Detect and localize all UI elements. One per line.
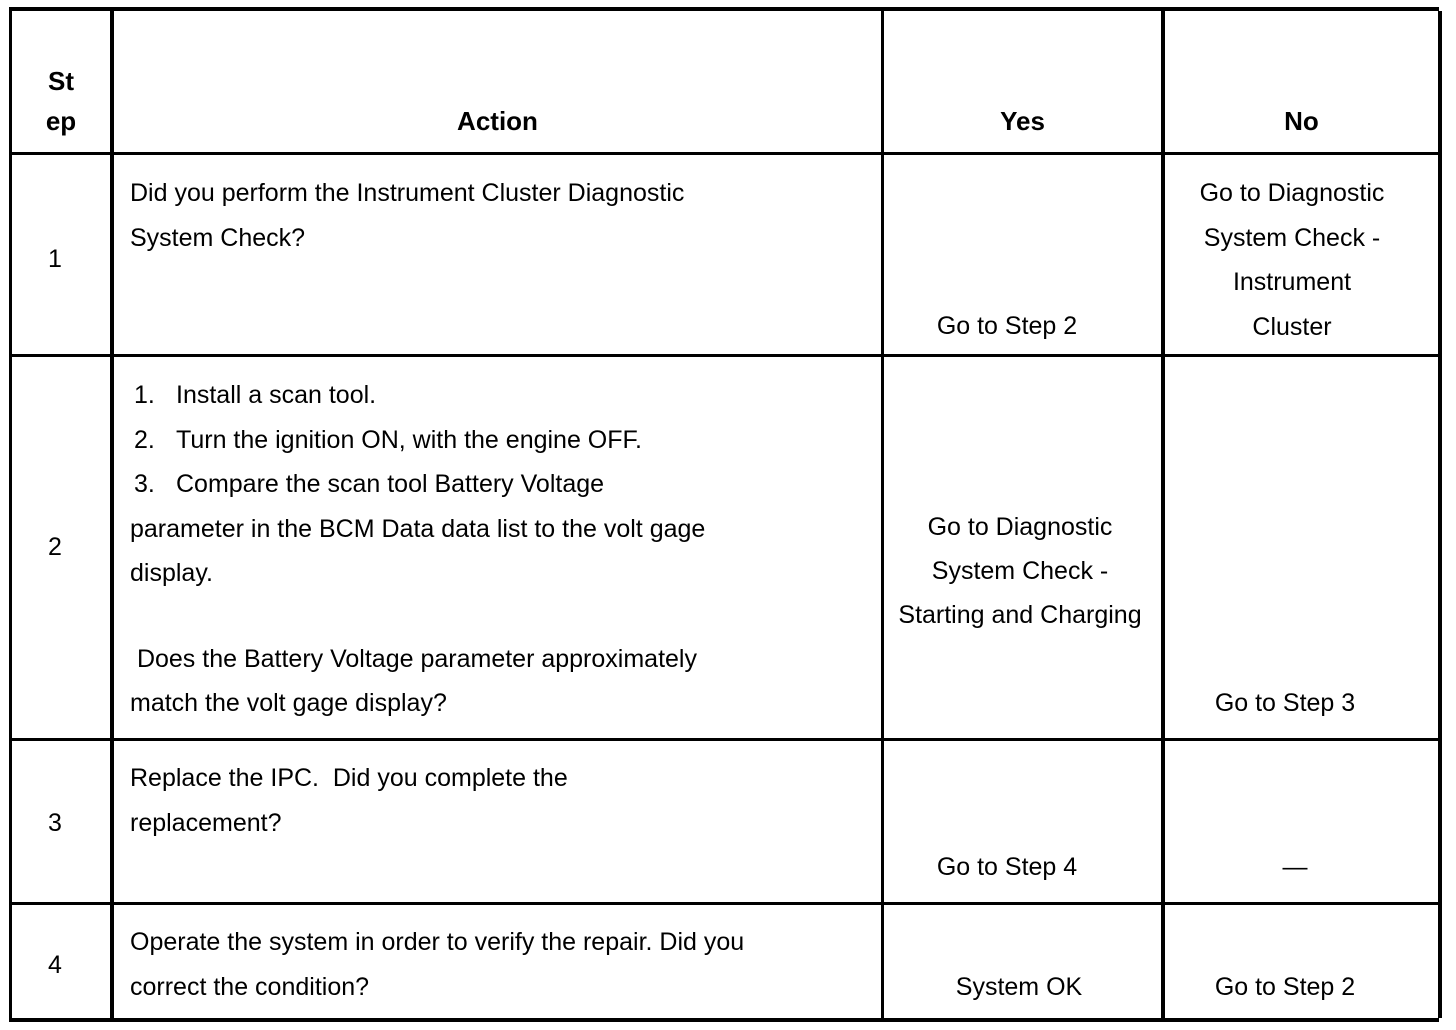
no-line: Cluster bbox=[1252, 312, 1332, 341]
yes-result: Go to Step 2 bbox=[936, 312, 1078, 340]
step-number: 3 bbox=[48, 809, 62, 837]
action-line: display. bbox=[130, 559, 213, 587]
no-result: Go to Diagnostic System Check - Instrume… bbox=[1152, 171, 1432, 349]
yes-line: Starting and Charging bbox=[898, 601, 1142, 629]
header-step: St ep bbox=[12, 61, 110, 141]
action-line: correct the condition? bbox=[130, 973, 370, 1001]
step-item-text: Compare the scan tool Battery Voltage bbox=[176, 470, 605, 498]
action-line: Did you perform the Instrument Cluster D… bbox=[130, 179, 685, 207]
step-number: 4 bbox=[48, 951, 62, 979]
diagnostic-table: St ep Action Yes No 1 Did you perform th… bbox=[9, 7, 1442, 1022]
action-line: match the volt gage display? bbox=[130, 689, 447, 717]
step-item-text: Install a scan tool. bbox=[176, 381, 377, 409]
column-divider bbox=[881, 11, 884, 1018]
no-result: — bbox=[1282, 853, 1308, 881]
no-line: Go to Diagnostic bbox=[1199, 179, 1385, 207]
action-text: Replace the IPC. Did you complete the re… bbox=[130, 756, 870, 846]
step-item-number: 2. bbox=[134, 425, 155, 454]
no-line: System Check - bbox=[1203, 223, 1381, 252]
action-line: Operate the system in order to verify th… bbox=[130, 928, 745, 956]
action-step-item: 2. Turn the ignition ON, with the engine … bbox=[130, 418, 875, 463]
header-step-line: St bbox=[48, 66, 74, 96]
column-divider bbox=[1438, 11, 1442, 1018]
row-divider bbox=[12, 354, 1439, 357]
yes-result: System OK bbox=[955, 973, 1083, 1001]
action-text: 1. Install a scan tool. 2. Turn the igniti… bbox=[130, 373, 875, 726]
yes-line: System Check - bbox=[931, 557, 1109, 585]
row-divider bbox=[12, 902, 1439, 905]
row-divider bbox=[12, 738, 1439, 741]
action-step-item: 3. Compare the scan tool Battery Voltage bbox=[130, 462, 875, 507]
action-step-item: 1. Install a scan tool. bbox=[130, 373, 875, 418]
spacer bbox=[130, 596, 875, 637]
action-line: System Check? bbox=[130, 224, 306, 252]
header-no: No bbox=[1284, 106, 1319, 136]
action-line: replacement? bbox=[130, 809, 282, 837]
no-result: Go to Step 3 bbox=[1214, 689, 1356, 717]
header-step-line: ep bbox=[45, 106, 77, 136]
yes-line: Go to Diagnostic bbox=[927, 513, 1113, 541]
yes-result: Go to Step 4 bbox=[936, 853, 1078, 881]
row-divider bbox=[12, 152, 1439, 155]
header-action: Action bbox=[457, 106, 538, 136]
step-item-text: Turn the ignition ON, with the engine OF… bbox=[176, 425, 642, 454]
no-line: Instrument bbox=[1232, 268, 1352, 296]
header-yes: Yes bbox=[1000, 106, 1045, 136]
column-divider bbox=[110, 11, 114, 1018]
step-item-number: 3. bbox=[134, 470, 155, 498]
action-line: parameter in the BCM Data data list to t… bbox=[130, 514, 706, 543]
action-text: Did you perform the Instrument Cluster D… bbox=[130, 171, 870, 261]
column-divider bbox=[1161, 11, 1165, 1018]
yes-result: Go to Diagnostic System Check - Starting… bbox=[884, 505, 1156, 637]
no-result: Go to Step 2 bbox=[1214, 973, 1356, 1001]
action-line: Does the Battery Voltage parameter appro… bbox=[130, 644, 697, 673]
step-number: 2 bbox=[48, 533, 62, 561]
step-number: 1 bbox=[48, 245, 62, 273]
action-line: Replace the IPC. Did you complete the bbox=[130, 764, 568, 792]
step-item-number: 1. bbox=[134, 381, 155, 409]
action-text: Operate the system in order to verify th… bbox=[130, 920, 875, 1010]
